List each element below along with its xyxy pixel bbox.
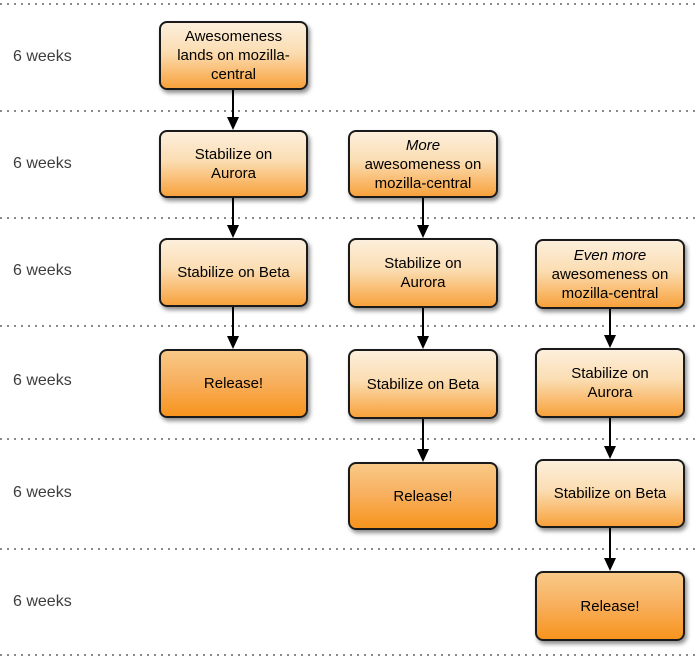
row-label-6-weeks: 6 weeks bbox=[13, 484, 72, 501]
box-text-line: awesomeness on bbox=[364, 155, 482, 173]
row-divider bbox=[0, 548, 700, 550]
box-text-line: Stabilize on bbox=[384, 255, 462, 272]
row-divider bbox=[0, 438, 700, 440]
box-text-line: Release! bbox=[393, 487, 453, 505]
row-divider bbox=[0, 654, 700, 656]
flow-arrow-down bbox=[227, 307, 239, 349]
row-divider bbox=[0, 3, 700, 5]
box-text-line: Stabilize on bbox=[194, 146, 273, 163]
box-text-line: Stabilize on Beta bbox=[177, 264, 290, 281]
arrowhead-down-icon bbox=[417, 449, 429, 462]
box-text-line: Awesomeness bbox=[184, 28, 283, 45]
box-stabilize-beta-train2: Stabilize on Beta bbox=[348, 349, 498, 419]
box-text-line: Aurora bbox=[400, 274, 446, 291]
row-label-6-weeks: 6 weeks bbox=[13, 593, 72, 610]
box-stabilize-beta-train1: Stabilize on Beta bbox=[159, 238, 308, 307]
box-text-line: mozilla-central bbox=[374, 174, 472, 192]
row-divider bbox=[0, 110, 700, 112]
flow-arrow-down bbox=[417, 419, 429, 462]
flow-arrow-down bbox=[227, 198, 239, 238]
arrowhead-down-icon bbox=[604, 335, 616, 348]
box-even-more-awesomeness-mozilla-central: Even more awesomeness on mozilla-central bbox=[535, 239, 685, 309]
flow-arrow-down bbox=[417, 198, 429, 238]
box-text-line: Stabilize on Beta bbox=[553, 485, 667, 502]
box-text-line: Stabilize on Beta bbox=[366, 375, 480, 393]
arrow-stem bbox=[232, 198, 234, 225]
box-release-train1: Release! bbox=[159, 349, 308, 418]
arrow-stem bbox=[422, 419, 424, 449]
box-stabilize-aurora-train2: Stabilize on Aurora bbox=[348, 238, 498, 308]
box-text-line: Release! bbox=[580, 597, 640, 615]
box-text-line: awesomeness on bbox=[551, 265, 669, 283]
arrowhead-down-icon bbox=[227, 117, 239, 130]
box-text-line: lands on mozilla- bbox=[177, 47, 290, 64]
arrow-stem bbox=[609, 528, 611, 558]
arrow-stem bbox=[422, 308, 424, 336]
row-label-6-weeks: 6 weeks bbox=[13, 155, 72, 172]
box-awesomeness-lands-mozilla-central: Awesomeness lands on mozilla- central bbox=[159, 21, 308, 90]
flow-arrow-down bbox=[417, 308, 429, 349]
box-stabilize-aurora-train1: Stabilize on Aurora bbox=[159, 130, 308, 198]
box-text-line: mozilla-central bbox=[561, 284, 659, 302]
arrow-stem bbox=[422, 198, 424, 225]
box-text-line: Aurora bbox=[210, 165, 257, 182]
box-text-line: Stabilize on bbox=[571, 365, 649, 382]
arrowhead-down-icon bbox=[227, 336, 239, 349]
arrow-stem bbox=[609, 309, 611, 335]
arrowhead-down-icon bbox=[227, 225, 239, 238]
box-text-line: Release! bbox=[203, 375, 264, 392]
arrowhead-down-icon bbox=[417, 336, 429, 349]
box-release-train2: Release! bbox=[348, 462, 498, 530]
row-label-6-weeks: 6 weeks bbox=[13, 48, 72, 65]
arrow-stem bbox=[232, 90, 234, 117]
flow-arrow-down bbox=[604, 309, 616, 348]
arrowhead-down-icon bbox=[604, 446, 616, 459]
arrow-stem bbox=[609, 418, 611, 446]
box-stabilize-aurora-train3: Stabilize on Aurora bbox=[535, 348, 685, 418]
arrowhead-down-icon bbox=[604, 558, 616, 571]
arrow-stem bbox=[232, 307, 234, 336]
box-release-train3: Release! bbox=[535, 571, 685, 641]
flow-arrow-down bbox=[227, 90, 239, 130]
box-more-awesomeness-mozilla-central: More awesomeness on mozilla-central bbox=[348, 130, 498, 198]
row-label-6-weeks: 6 weeks bbox=[13, 262, 72, 279]
row-divider bbox=[0, 325, 700, 327]
box-text-line: Aurora bbox=[587, 384, 633, 401]
flow-arrow-down bbox=[604, 528, 616, 571]
row-label-6-weeks: 6 weeks bbox=[13, 372, 72, 389]
box-text-line: central bbox=[210, 66, 257, 83]
box-text-line: Even more bbox=[573, 246, 647, 264]
box-text-line: More bbox=[405, 136, 441, 154]
box-stabilize-beta-train3: Stabilize on Beta bbox=[535, 459, 685, 528]
arrowhead-down-icon bbox=[417, 225, 429, 238]
row-divider bbox=[0, 217, 700, 219]
flow-arrow-down bbox=[604, 418, 616, 459]
